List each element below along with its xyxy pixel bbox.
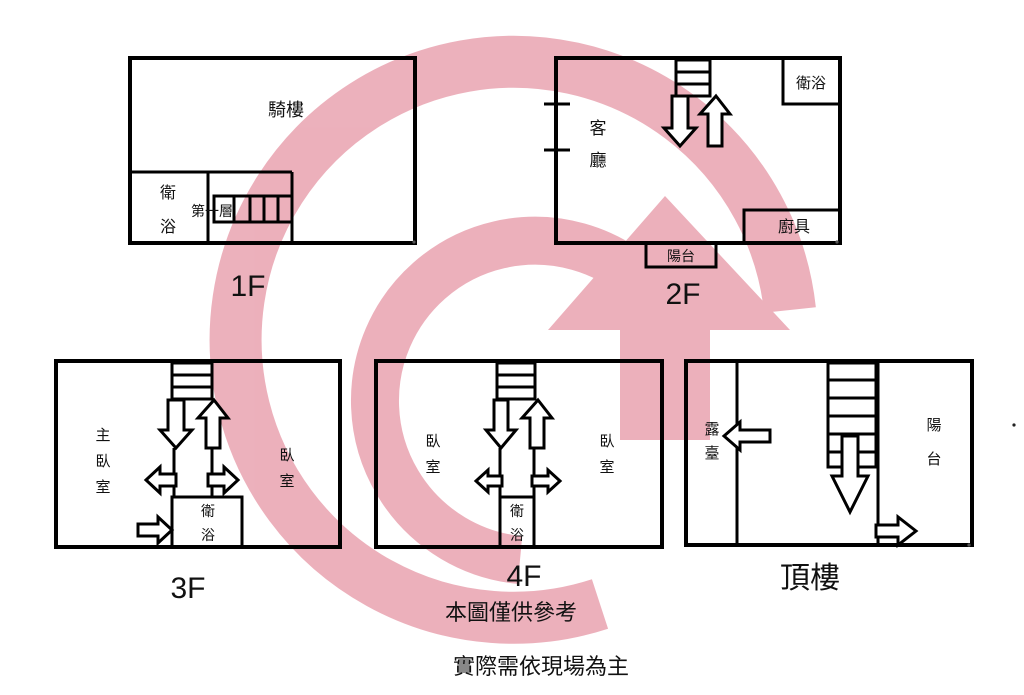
stair-up-arrow: [518, 397, 556, 450]
room-bath-2f: 衛浴: [796, 74, 826, 92]
room-bed-4f-left-2: 室: [425, 458, 440, 476]
floor-label-3f: 3F: [170, 572, 205, 605]
room-bath-4f-2: 浴: [510, 528, 524, 544]
floor-plan-2f: 客 廳 衛浴 廚具 陽台 2F: [544, 56, 842, 311]
room-living-2f-bottom: 廳: [590, 151, 607, 171]
stair-down-arrow: [660, 94, 700, 149]
floor-plan-3f: 主 臥 室 臥 室 衛 浴 3F: [54, 359, 342, 605]
room-balcony-roof-2: 台: [926, 450, 941, 468]
room-bath-1f-bottom: 浴: [160, 217, 176, 236]
room-bed-4f-left-1: 臥: [425, 432, 440, 450]
room-bed-3f-1: 臥: [279, 446, 294, 464]
floor-label-roof: 頂樓: [780, 562, 840, 595]
room-balcony-roof-1: 陽: [926, 416, 941, 434]
room-balcony-2f: 陽台: [667, 249, 695, 265]
room-master-3f-3: 室: [95, 478, 110, 496]
room-bath-3f-2: 浴: [201, 528, 215, 544]
room-master-3f-1: 主: [95, 426, 110, 444]
room-arcade: 騎樓: [268, 100, 304, 121]
floor-label-1f: 1F: [230, 270, 265, 303]
floor-label-2f: 2F: [665, 278, 700, 311]
room-bath-4f-1: 衛: [510, 504, 524, 520]
direction-arrow: [874, 513, 919, 549]
stair-note-1f: 第一層: [191, 203, 233, 220]
room-master-3f-2: 臥: [95, 452, 110, 470]
floor-plan-4f: 臥 室 臥 室 衛 浴 4F: [374, 359, 664, 593]
room-kitchen-2f: 廚具: [778, 217, 810, 236]
direction-arrow: [721, 418, 772, 454]
room-bath-1f-top: 衛: [160, 183, 176, 202]
room-terrace-roof-2: 臺: [704, 444, 719, 462]
floor-plan-roof: 露 臺 陽 台 頂樓: [684, 359, 974, 595]
room-terrace-roof-1: 露: [704, 420, 719, 438]
room-bed-4f-right-1: 臥: [599, 432, 614, 450]
disclaimer-line-2: 實際需依現場為主: [453, 655, 629, 680]
floor-plan-1f: 騎樓 衛 浴 第一層 1F: [128, 56, 417, 303]
direction-arrow: [530, 466, 563, 496]
direction-arrow: [206, 463, 241, 497]
disclaimer-line-1: 本圖僅供參考: [445, 601, 577, 626]
room-bed-4f-right-2: 室: [599, 458, 614, 476]
stair-down-arrow: [829, 434, 871, 516]
room-bed-3f-2: 室: [279, 472, 294, 490]
stair-down-arrow: [482, 398, 520, 451]
stair-up-arrow: [696, 93, 734, 148]
floor-label-4f: 4F: [506, 560, 541, 593]
direction-arrow: [473, 466, 504, 496]
room-bath-3f-1: 衛: [201, 504, 215, 520]
direction-arrow: [136, 513, 175, 547]
room-living-2f-top: 客: [590, 119, 607, 139]
stair-down-arrow: [156, 398, 196, 451]
direction-arrow: [143, 463, 178, 497]
